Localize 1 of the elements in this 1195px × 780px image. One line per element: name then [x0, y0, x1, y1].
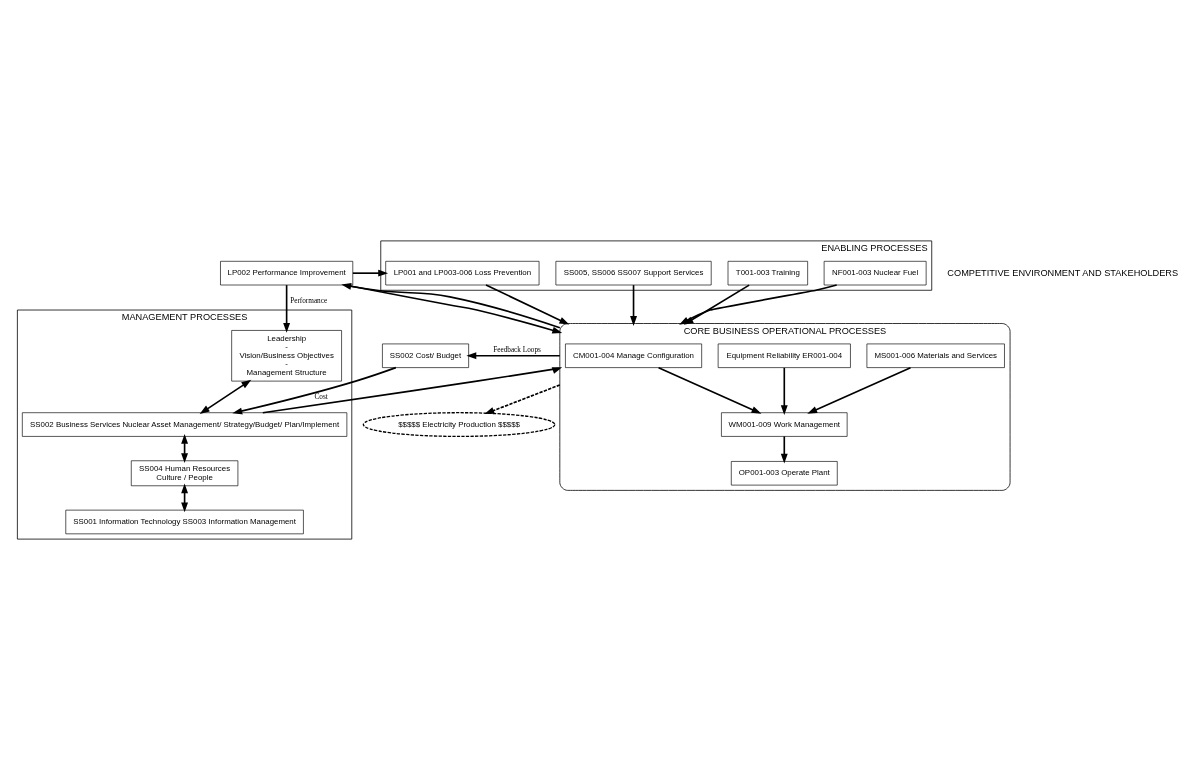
label: COMPETITIVE ENVIRONMENT AND STAKEHOLDERS: [947, 267, 1179, 278]
